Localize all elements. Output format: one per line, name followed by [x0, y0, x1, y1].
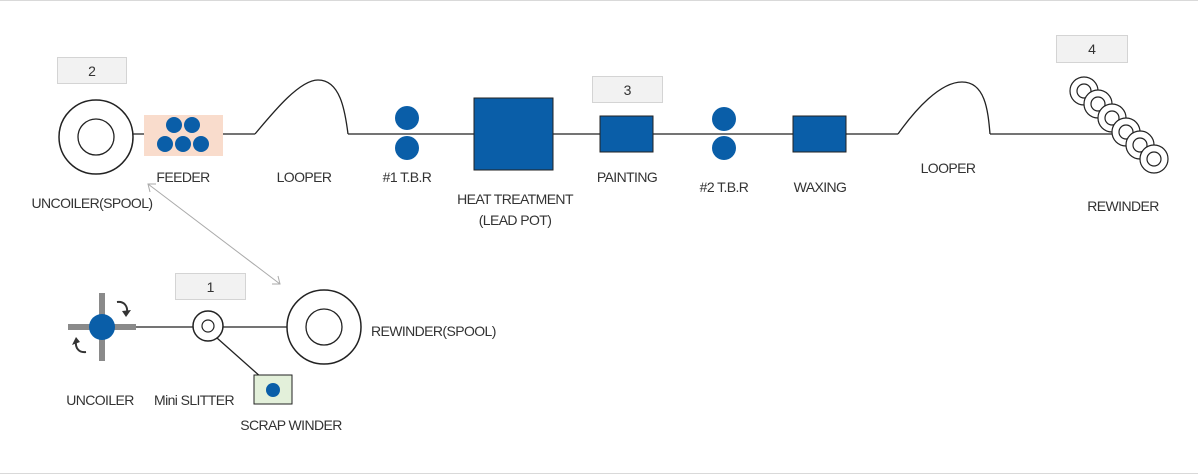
- waxing-label: WAXING: [793, 179, 847, 195]
- tbr-1-icon: [395, 106, 419, 160]
- feeder-label: FEEDER: [156, 169, 210, 185]
- transfer-double-arrow: [147, 183, 281, 285]
- painting-label: PAINTING: [596, 169, 658, 185]
- rewinder-spools-icon: [1069, 76, 1169, 174]
- scrap-winder-icon: [253, 374, 293, 405]
- looper-2-label: LOOPER: [920, 160, 976, 176]
- uncoiler-spool-label: UNCOILER(SPOOL): [31, 195, 154, 211]
- uncoiler-label: UNCOILER: [66, 392, 134, 408]
- rewinder-label: REWINDER: [1087, 198, 1159, 214]
- mini-slitter-label: Mini SLITTER: [154, 392, 235, 408]
- uncoiler-spool-icon: [58, 99, 134, 175]
- step-badge-1: 1: [175, 273, 246, 300]
- waxing-icon: [792, 115, 847, 153]
- painting-icon: [599, 115, 654, 153]
- rotation-arrow-icon: [72, 300, 131, 354]
- heat-treatment-label: HEAT TREATMENT: [457, 191, 573, 207]
- tbr-1-label: #1 T.B.R: [382, 169, 432, 185]
- rewinder-spool-label: REWINDER(SPOOL): [371, 323, 496, 339]
- step-badge-2: 2: [57, 57, 127, 84]
- step-badge-4: 4: [1056, 35, 1128, 63]
- looper-1-label: LOOPER: [276, 169, 332, 185]
- step-badge-3: 3: [592, 76, 663, 103]
- scrap-winder-label: SCRAP WINDER: [240, 417, 342, 433]
- heat-treatment-icon: [473, 97, 554, 171]
- lead-pot-label: (LEAD POT): [478, 212, 552, 228]
- tbr-2-icon: [712, 107, 736, 160]
- uncoiler-cross-icon: [68, 293, 136, 361]
- rewinder-spool-icon: [286, 289, 362, 365]
- mini-slitter-icon: [192, 310, 224, 342]
- feeder-icon: [144, 115, 223, 156]
- tbr-2-label: #2 T.B.R: [699, 179, 749, 195]
